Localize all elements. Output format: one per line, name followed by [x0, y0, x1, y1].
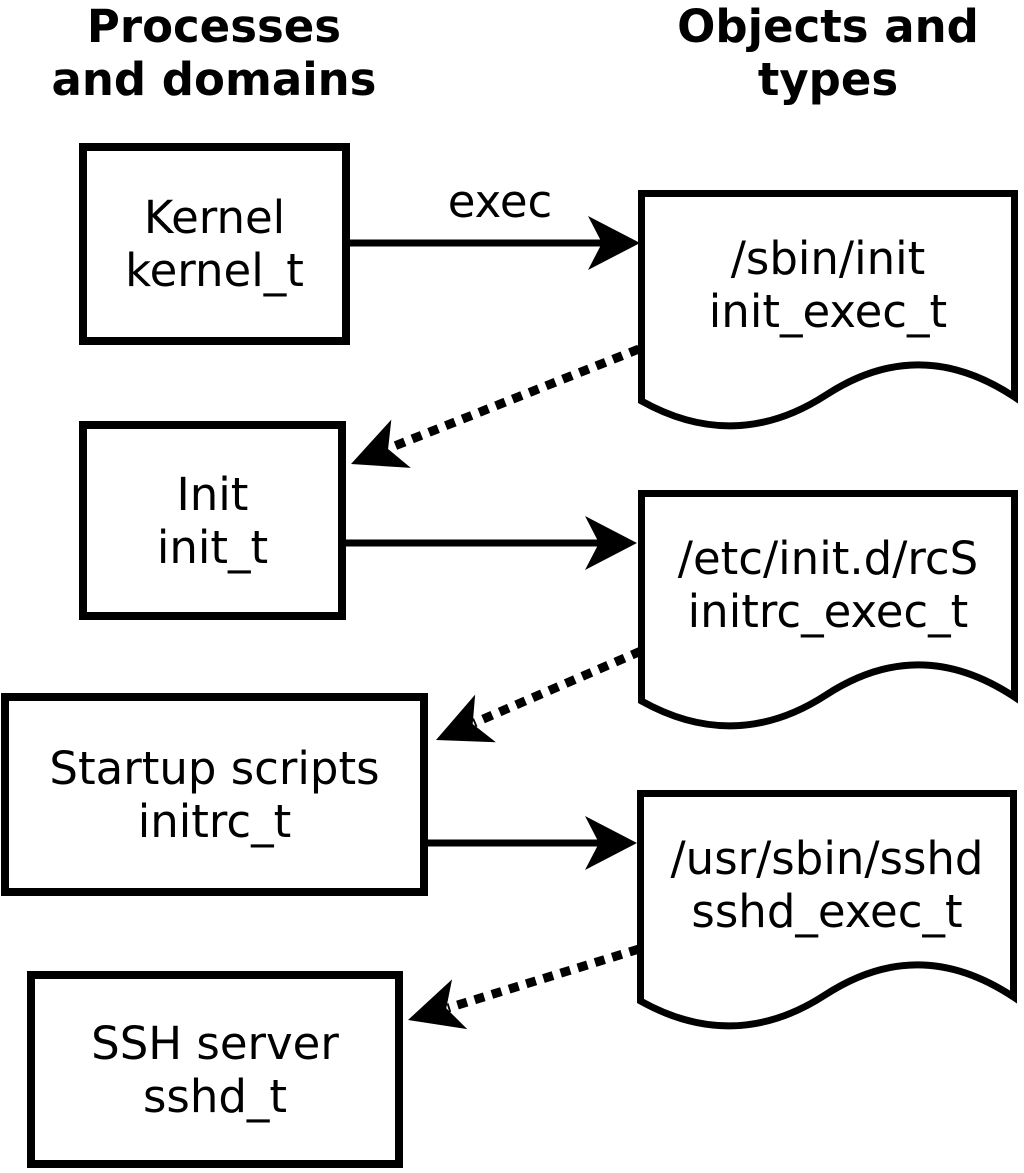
header-line: Objects and	[677, 0, 979, 53]
exec-arrow-init-to-rcs	[344, 516, 637, 570]
arrowhead-icon	[588, 216, 640, 270]
header-line: types	[757, 53, 899, 106]
arrowhead-icon	[585, 816, 637, 870]
process-label: SSH server	[91, 1016, 339, 1070]
process-box-startup-scripts: Startup scripts initrc_t	[1, 693, 428, 896]
process-type: kernel_t	[125, 244, 304, 297]
column-header-processes-and-domains: Processes and domains	[0, 0, 428, 106]
arrowhead-icon	[585, 516, 637, 570]
process-label: Startup scripts	[49, 741, 380, 795]
header-line: and domains	[51, 53, 377, 106]
process-box-ssh-server: SSH server sshd_t	[27, 971, 403, 1168]
exec-arrow-label: exec	[447, 175, 553, 228]
process-type: initrc_t	[137, 794, 292, 848]
process-type: sshd_t	[142, 1069, 288, 1123]
process-box-init: Init init_t	[79, 421, 346, 620]
arrowhead-icon	[408, 979, 468, 1030]
header-line: Processes	[86, 0, 342, 53]
arrowhead-icon	[351, 419, 411, 468]
document-shape-etc-initd-rcs	[638, 490, 1018, 730]
exec-arrow-initrc-to-sshd	[426, 816, 637, 870]
transition-arrow-sshd-to-sshd-t	[408, 944, 641, 1030]
document-shape-usr-sbin-sshd	[637, 790, 1017, 1030]
transition-arrow-rcs-to-initrc-t	[436, 646, 643, 743]
document-shape-sbin-init	[638, 190, 1018, 430]
process-label: Kernel	[143, 191, 286, 244]
column-header-objects-and-types: Objects and types	[628, 0, 1024, 106]
exec-arrow-kernel-to-sbin-init	[348, 216, 640, 270]
process-type: init_t	[156, 520, 269, 574]
process-label: Init	[176, 467, 249, 521]
transition-arrow-sbin-init-to-init-t	[351, 344, 641, 468]
arrowhead-icon	[436, 694, 496, 743]
process-box-kernel: Kernel kernel_t	[79, 143, 350, 345]
